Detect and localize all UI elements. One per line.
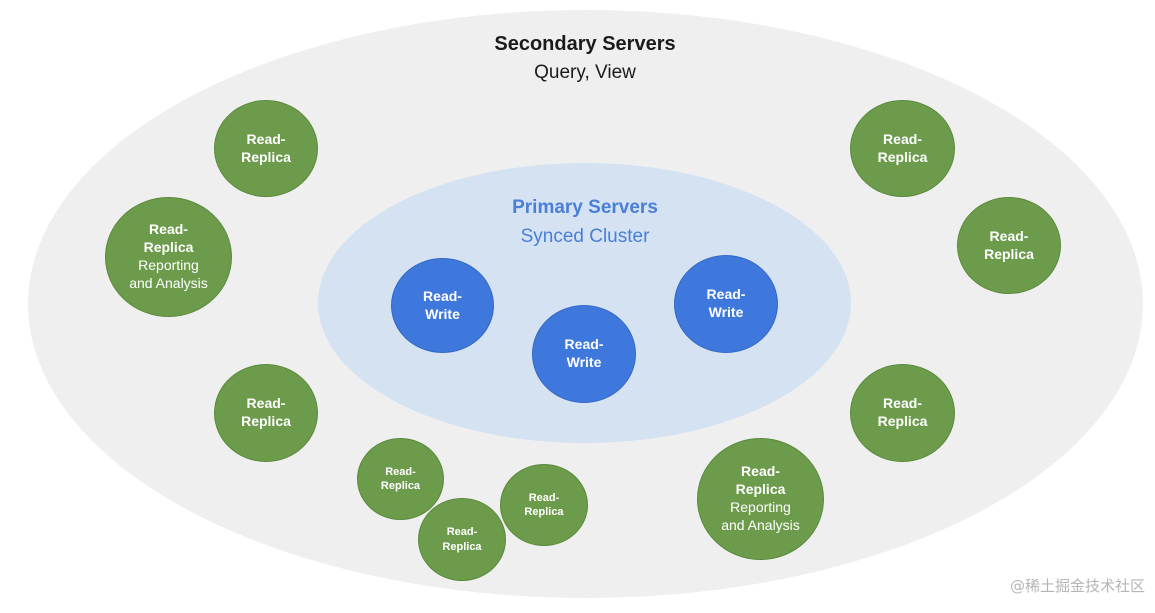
node-label-line4: and Analysis: [721, 516, 800, 533]
read-replica-node: Read- Replica: [418, 498, 506, 581]
node-label-line1: Read-: [385, 465, 416, 478]
read-replica-reporting-node: Read- Replica Reporting and Analysis: [105, 197, 232, 317]
node-label-line1: Read-: [564, 336, 604, 353]
read-replica-node: Read- Replica: [214, 364, 318, 462]
node-label-line1: Read-: [423, 287, 462, 304]
node-label-line2: Replica: [877, 413, 928, 429]
node-label-line4: and Analysis: [129, 274, 208, 291]
node-label-line2: Replica: [143, 239, 194, 256]
read-replica-node: Read- Replica: [957, 197, 1061, 294]
read-replica-node: Read- Replica: [214, 100, 318, 197]
node-label-line2: Replica: [380, 480, 421, 492]
node-label-line2: Write: [566, 354, 602, 370]
read-write-node: Read- Write: [532, 305, 636, 403]
node-label-line1: Read-: [741, 463, 780, 480]
secondary-servers-subtitle: Query, View: [534, 62, 636, 83]
node-label-line2: Write: [425, 305, 460, 322]
node-label-line2: Replica: [241, 148, 291, 165]
node-label-line2: Replica: [241, 413, 291, 429]
read-write-node: Read- Write: [391, 258, 494, 353]
node-label-line2: Replica: [442, 540, 482, 553]
node-label-line3: Reporting: [138, 257, 199, 273]
read-replica-node: Read- Replica: [500, 464, 588, 546]
read-replica-node: Read- Replica: [850, 100, 955, 197]
read-replica-reporting-node: Read- Replica Reporting and Analysis: [697, 438, 824, 560]
read-replica-node: Read- Replica: [357, 438, 444, 520]
node-label-line3: Reporting: [730, 499, 791, 515]
node-label-line2: Replica: [735, 481, 786, 498]
node-label-line2: Replica: [524, 506, 564, 518]
primary-servers-subtitle: Synced Cluster: [520, 226, 650, 247]
node-label-line1: Read-: [528, 491, 560, 504]
node-label-line1: Read-: [149, 221, 188, 238]
node-label-line1: Read-: [246, 130, 286, 147]
read-write-node: Read- Write: [674, 255, 778, 353]
node-label-line2: Write: [708, 304, 744, 320]
node-label-line1: Read-: [883, 130, 922, 147]
node-label-line1: Read-: [446, 526, 478, 539]
secondary-servers-title: Secondary Servers: [494, 33, 676, 55]
node-label-line2: Replica: [984, 245, 1034, 262]
watermark: @稀土掘金技术社区: [1009, 577, 1145, 595]
primary-servers-title: Primary Servers: [512, 197, 658, 218]
node-label-line1: Read-: [246, 395, 286, 412]
node-label-line1: Read-: [989, 227, 1029, 244]
node-label-line2: Replica: [877, 148, 928, 165]
read-replica-node: Read- Replica: [850, 364, 955, 462]
node-label-line1: Read-: [883, 395, 922, 412]
node-label-line1: Read-: [706, 286, 746, 303]
